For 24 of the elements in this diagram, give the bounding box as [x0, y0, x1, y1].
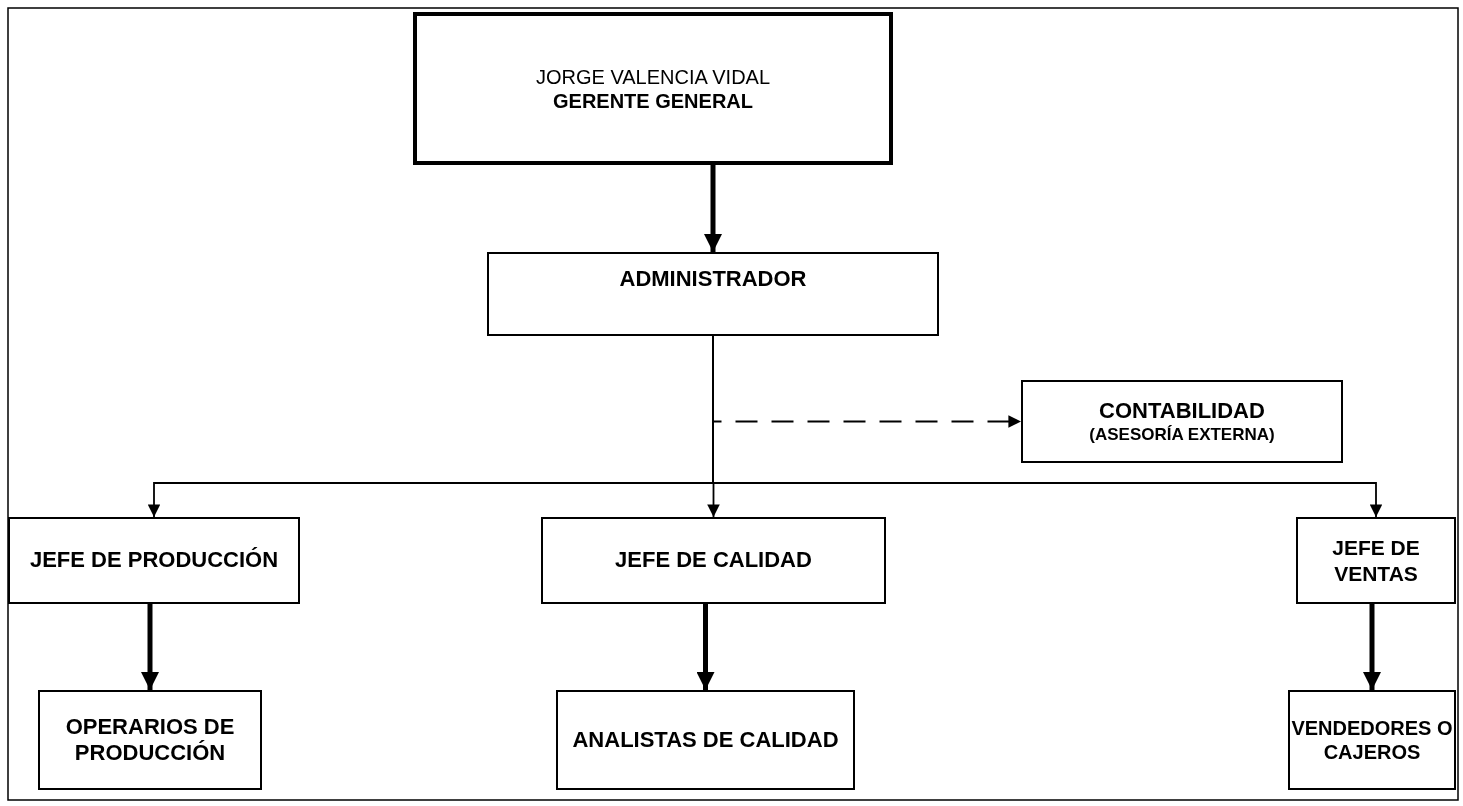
connector-arrow — [141, 604, 159, 690]
node-label: ANALISTAS DE CALIDAD — [572, 726, 839, 754]
position-box — [8, 517, 300, 604]
position-box — [1296, 517, 1456, 604]
node-label: JEFE DE VENTAS — [1331, 535, 1421, 586]
manager-box — [413, 12, 893, 165]
node-label: VENDEDORES O CAJEROS — [1290, 716, 1454, 764]
position-box — [541, 517, 886, 604]
position-box — [487, 252, 939, 336]
connector-arrow — [696, 604, 715, 690]
node-label: ADMINISTRADOR — [619, 265, 807, 293]
position-box — [1288, 690, 1456, 790]
position-box — [1021, 380, 1343, 463]
node-subtitle: (ASESORÍA EXTERNA) — [1089, 424, 1275, 445]
node-label: JEFE DE PRODUCCIÓN — [29, 547, 279, 574]
position-box — [556, 690, 855, 790]
connector-arrow — [1363, 604, 1381, 690]
node-heading: JORGE VALENCIA VIDAL — [535, 64, 771, 89]
connector-arrow — [704, 165, 722, 252]
node-label: OPERARIOS DE PRODUCCIÓN — [64, 713, 236, 767]
node-subtitle: GERENTE GENERAL — [553, 88, 753, 113]
node-label: JEFE DE CALIDAD — [615, 547, 812, 574]
position-box — [38, 690, 262, 790]
node-heading: CONTABILIDAD — [1099, 398, 1265, 425]
